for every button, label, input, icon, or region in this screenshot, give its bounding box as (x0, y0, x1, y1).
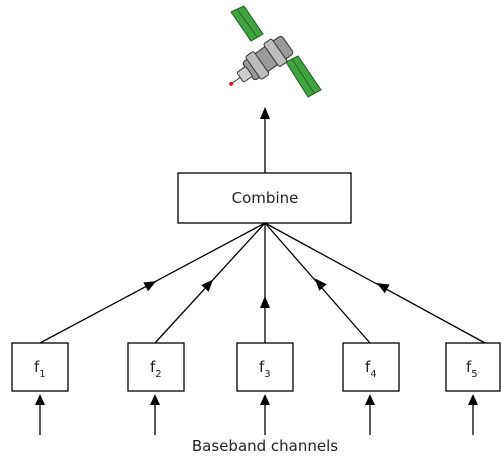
arrowhead-f3 (260, 296, 270, 308)
svg-text:f2: f2 (150, 358, 162, 380)
arrowhead-f4 (315, 278, 327, 291)
combine-label: Combine (232, 189, 299, 207)
arrowhead-f2 (201, 279, 214, 292)
filter-box-4: f4 (342, 342, 400, 392)
baseband-channels-caption: Baseband channels (192, 437, 338, 455)
svg-text:f4: f4 (365, 358, 377, 380)
uplink-arrowhead (260, 107, 270, 119)
svg-text:f5: f5 (466, 358, 478, 380)
input-arrowhead-2 (150, 394, 160, 405)
filter-box-3: f3 (236, 342, 294, 392)
input-arrowhead-4 (365, 394, 375, 405)
line-f5 (264, 222, 486, 344)
input-arrowhead-5 (468, 394, 478, 405)
arrowhead-f1 (143, 281, 157, 292)
satellite-icon (229, 5, 322, 98)
svg-text:f1: f1 (34, 358, 46, 380)
input-arrowhead-3 (260, 394, 270, 405)
combine-arrowheads (143, 278, 390, 308)
baseband-input-arrows (35, 394, 478, 435)
svg-text:f3: f3 (259, 358, 271, 380)
filter-box-2: f2 (127, 342, 185, 392)
arrowhead-f5 (376, 283, 390, 294)
filter-to-combine-lines (39, 222, 486, 344)
filter-box-1: f1 (11, 342, 69, 392)
filter-box-5: f5 (445, 342, 501, 392)
input-arrowhead-1 (35, 394, 45, 405)
